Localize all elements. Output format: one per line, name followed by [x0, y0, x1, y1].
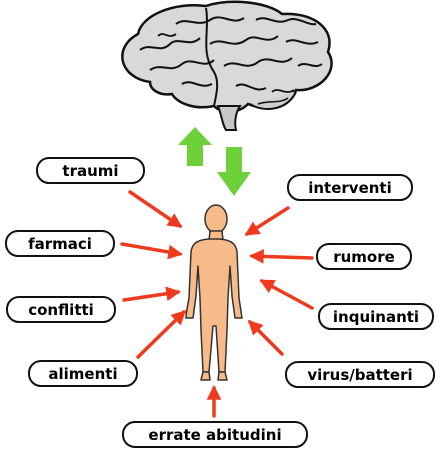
exchange-arrows-icon — [178, 127, 251, 196]
label-conflitti-text: conflitti — [28, 301, 94, 319]
label-interventi: interventi — [287, 174, 413, 201]
arrow-alimenti — [138, 312, 184, 357]
label-rumore: rumore — [316, 243, 412, 270]
label-errate-abitudini: errate abitudini — [122, 421, 308, 448]
label-virus-batteri: virus/batteri — [285, 361, 435, 388]
arrow-interventi — [247, 208, 288, 234]
label-traumi: traumi — [36, 157, 145, 184]
arrow-virus — [250, 322, 282, 354]
label-conflitti: conflitti — [6, 296, 116, 323]
arrow-farmaci — [122, 244, 180, 254]
label-rumore-text: rumore — [333, 248, 395, 266]
label-farmaci-text: farmaci — [28, 235, 92, 253]
arrow-rumore — [252, 256, 312, 258]
label-interventi-text: interventi — [308, 179, 392, 197]
label-virus-batteri-text: virus/batteri — [307, 366, 412, 384]
brain-icon — [122, 2, 331, 130]
label-farmaci: farmaci — [5, 230, 115, 257]
arrow-traumi — [130, 192, 180, 226]
label-inquinanti: inquinanti — [318, 303, 434, 330]
label-alimenti: alimenti — [28, 360, 138, 387]
label-errate-abitudini-text: errate abitudini — [148, 426, 281, 444]
label-inquinanti-text: inquinanti — [333, 308, 419, 326]
label-alimenti-text: alimenti — [48, 365, 117, 383]
arrow-conflitti — [124, 292, 178, 300]
arrow-inquinanti — [262, 281, 312, 308]
label-traumi-text: traumi — [62, 162, 118, 180]
human-body-icon — [186, 205, 242, 380]
